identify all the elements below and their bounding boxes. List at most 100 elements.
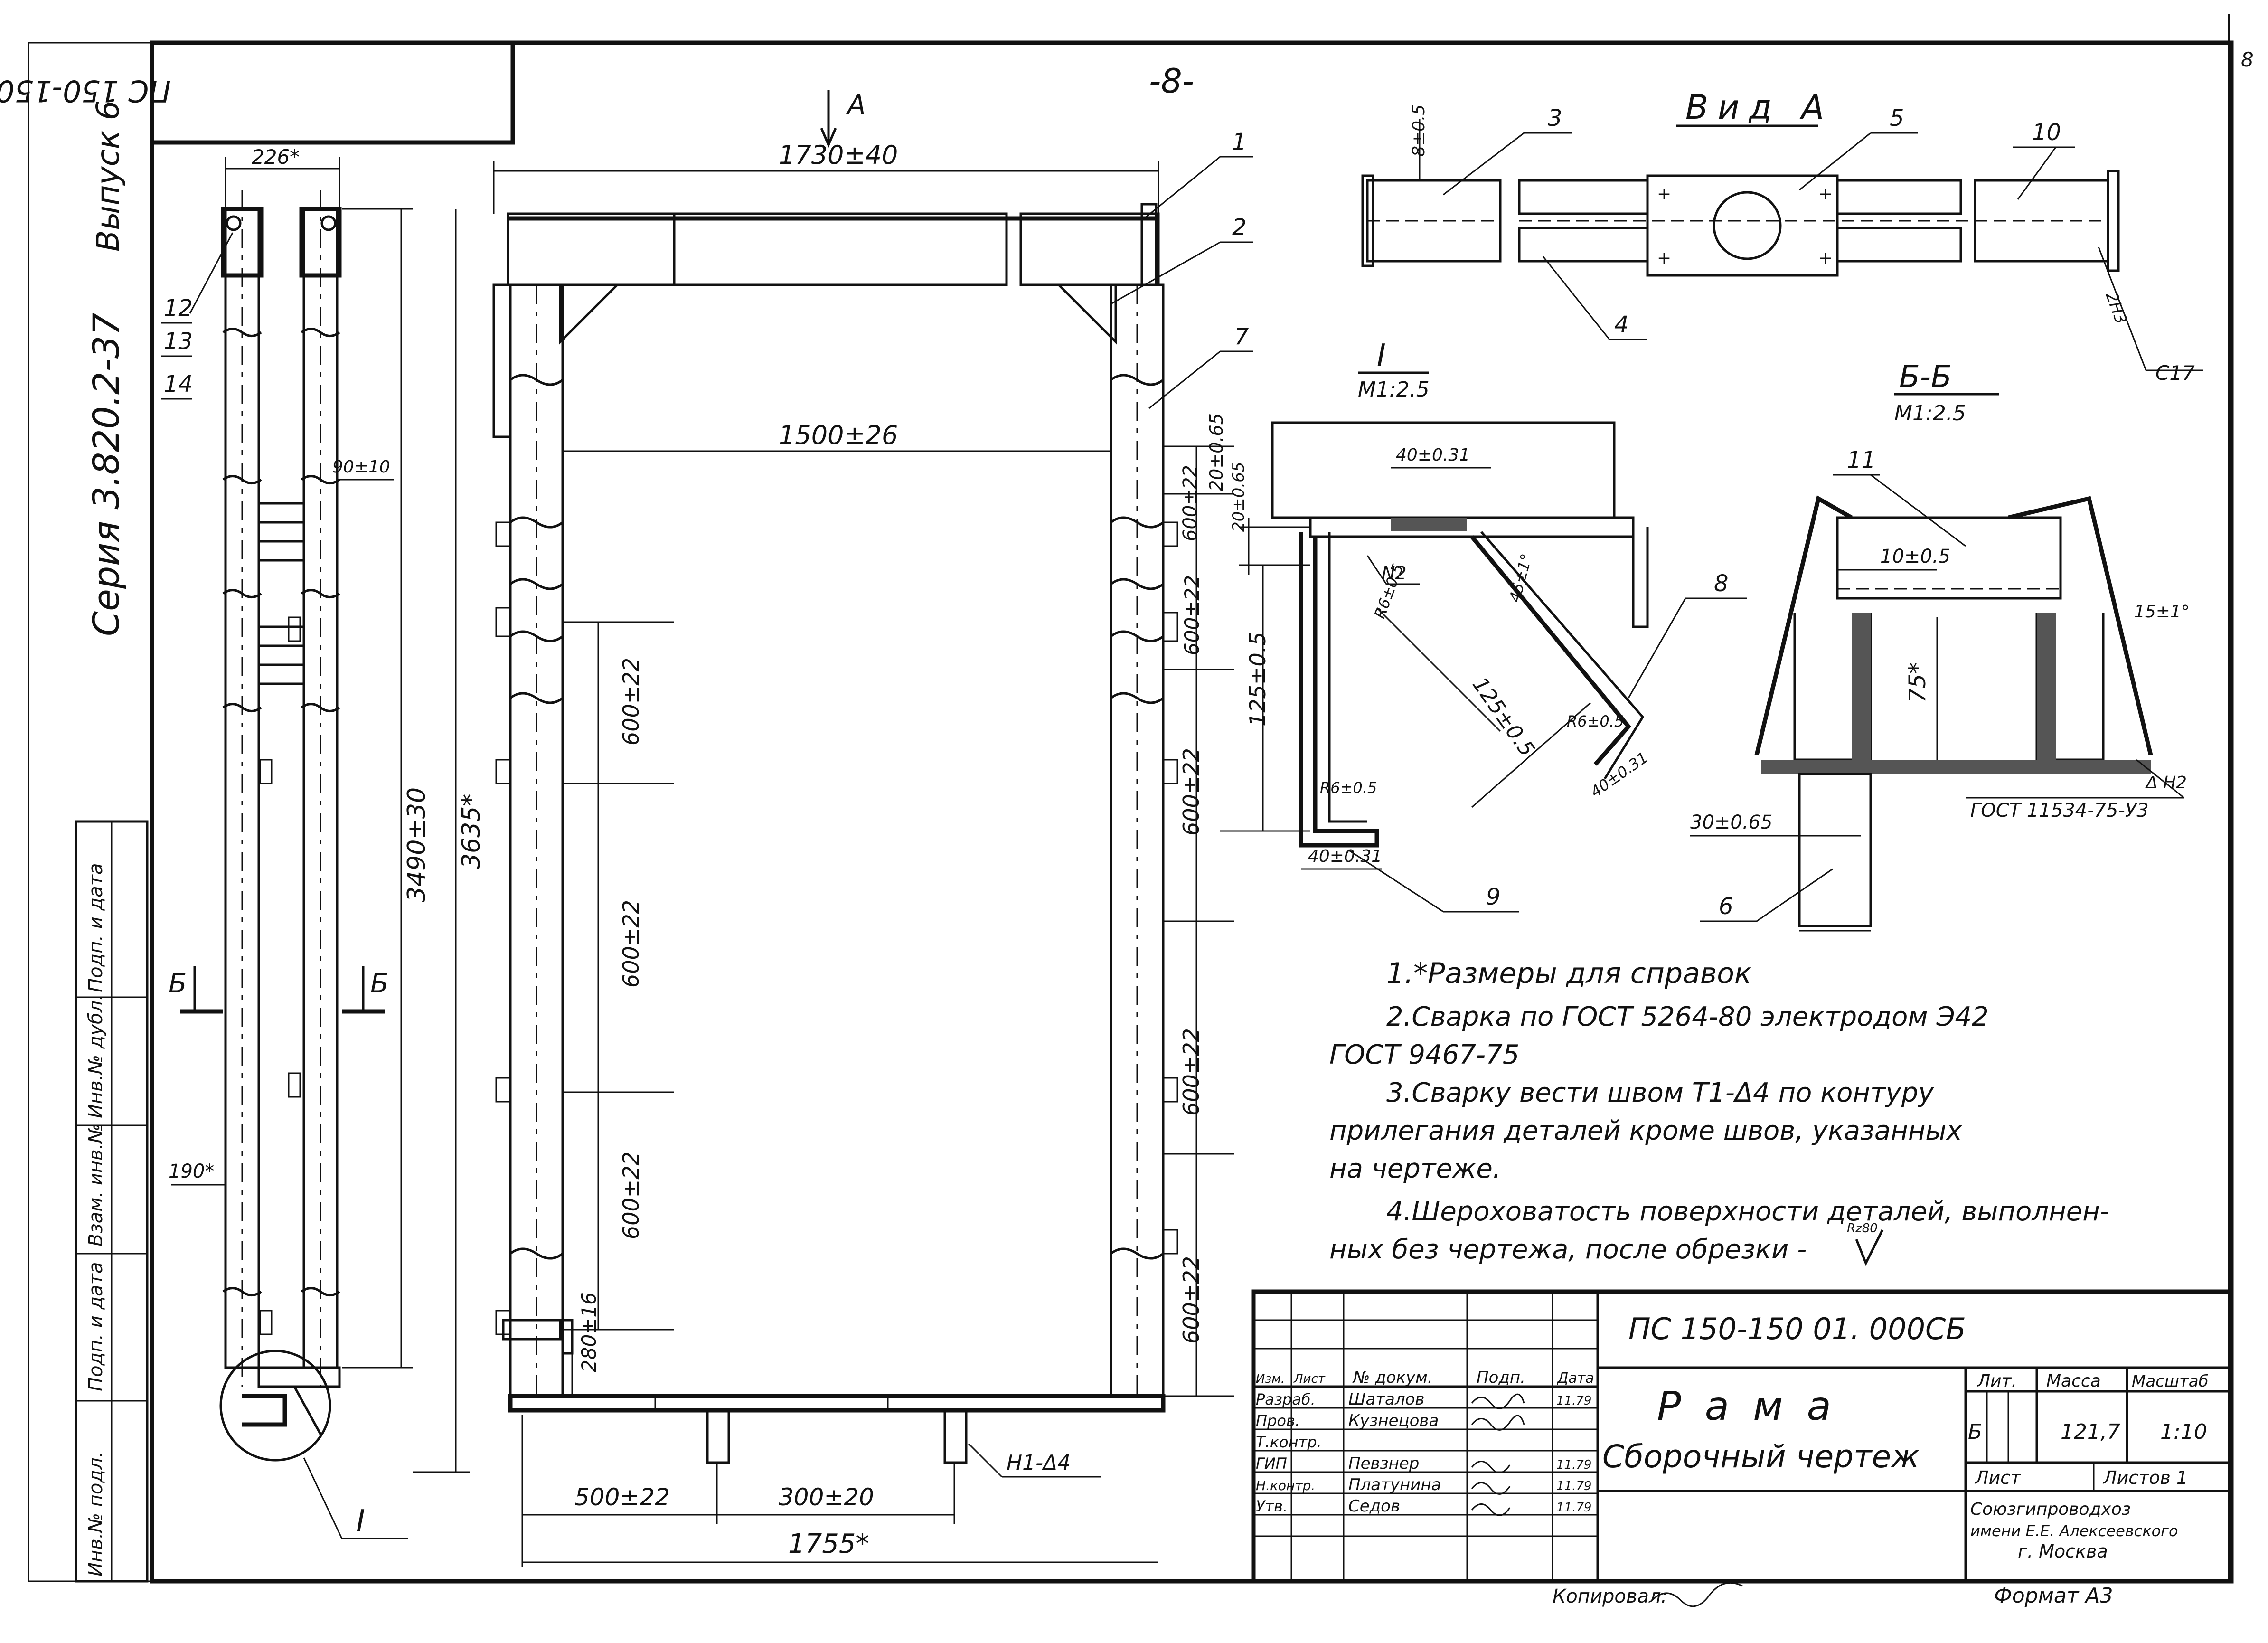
tb-scale-value: 1:10	[2160, 1420, 2207, 1444]
main-view: А 1730±40	[492, 90, 1253, 1567]
view-a-plus-1: +	[1657, 184, 1671, 204]
side-dim-total: 3490±30	[403, 787, 431, 902]
tb-person-2: Кузнецова	[1348, 1411, 1439, 1430]
view-a-callout-4: 4	[1614, 312, 1629, 338]
view-a-callout-3: 3	[1548, 105, 1562, 132]
tb-role-4: ГИП	[1256, 1454, 1287, 1473]
main-dim-right-6: 600±22	[1178, 1256, 1204, 1344]
tb-date-4: 11.79	[1556, 1458, 1591, 1472]
view-a-plus-3: +	[1818, 184, 1833, 204]
section-bb-gost: ГОСТ 11534-75-У3	[1970, 800, 2149, 822]
tb-lit-label: Лит.	[1976, 1371, 2017, 1391]
main-dim-right-3: 600±22	[1180, 575, 1204, 655]
main-dim-right-1: 20±0.65	[1206, 413, 1227, 491]
main-dim-top: 1730±40	[779, 140, 898, 170]
section-bb-dim-2: 75*	[1904, 662, 1931, 703]
main-weld-label: Н1-Δ4	[1007, 1451, 1071, 1475]
main-dim-right-4: 600±22	[1178, 748, 1204, 836]
section-bb-dim-4: 30±0.65	[1690, 812, 1772, 833]
section-bb-callout-6: 6	[1719, 893, 1733, 920]
tb-doc-code: ПС 150-150 01. 000СБ	[1628, 1312, 1966, 1346]
margin-col-3: Взам. инв.№	[85, 1124, 107, 1246]
detail-i-dim-1: 40±0.31	[1396, 445, 1470, 465]
main-dim-right-2: 600±22	[1179, 465, 1201, 541]
section-bb-dim-1: 10±0.5	[1880, 546, 1950, 567]
notes: 1.*Размеры для справок 2.Сварка по ГОСТ …	[1329, 957, 2109, 1266]
tb-sheets-label: Листов 1	[2102, 1467, 2188, 1488]
detail-i-weld: N2	[1382, 563, 1407, 584]
tb-person-4: Певзнер	[1348, 1454, 1419, 1473]
tb-scale-label: Масштаб	[2132, 1372, 2209, 1391]
view-a-callout-5: 5	[1890, 105, 1904, 132]
tb-hdr-change: Изм.	[1256, 1372, 1285, 1386]
tb-lit-value: Б	[1968, 1420, 1982, 1444]
view-a-plus-4: +	[1818, 248, 1833, 268]
side-dim-width: 190*	[169, 1161, 214, 1182]
detail-i-dim-10: 45±1°	[1506, 552, 1536, 604]
note-line-4: 3.Сварку вести швом Т1-Δ4 по контуру	[1386, 1077, 1934, 1108]
title-block: Изм. Лист № докум. Подп. Дата Разраб. Пр…	[1251, 1289, 2234, 1608]
tb-format: Формат А3	[1994, 1584, 2113, 1608]
outer-border	[28, 42, 2232, 1582]
callout-1: 1	[1232, 129, 1247, 155]
view-a-weld: 2Н3	[2102, 289, 2131, 326]
margin-col-5: Подп. и дата	[85, 863, 107, 992]
margin-col-2: Подп. и дата	[85, 1262, 107, 1391]
view-a-dim: 8±0.5	[1409, 104, 1429, 157]
detail-i-callout-9: 9	[1486, 884, 1501, 910]
side-dim-top: 226*	[252, 145, 300, 169]
main-dim-left-4: 280±16	[577, 1292, 601, 1372]
view-a-weld-ref: С17	[2155, 361, 2195, 385]
section-bb-title: Б-Б	[1899, 359, 1952, 395]
stamp-code: ПС 150-150.01.000СБ	[0, 74, 171, 108]
tb-hdr-sign: Подп.	[1477, 1368, 1525, 1387]
note-line-1: 1.*Размеры для справок	[1386, 957, 1751, 990]
view-a: Вид А + + + + 8±0.5 3 5 10 4	[1361, 88, 2203, 385]
tb-copied: Копировал:	[1553, 1586, 1667, 1607]
tb-person-6: Седов	[1348, 1497, 1400, 1516]
tb-mass-label: Масса	[2046, 1371, 2101, 1391]
tb-date-1: 11.79	[1556, 1394, 1591, 1408]
detail-i-callout-8: 8	[1714, 570, 1729, 597]
main-dim-bottom-total: 1755*	[788, 1529, 869, 1559]
main-dim-left-1: 600±22	[618, 658, 644, 746]
series-label: Серия 3.820.2-37	[85, 312, 127, 636]
section-bb-scale: М1:2.5	[1894, 401, 1966, 425]
side-dim-inner: 90±10	[332, 457, 390, 477]
detail-i-dim-7: R6±0.5	[1320, 779, 1377, 797]
tb-name-1: Рама	[1657, 1383, 1855, 1429]
page-number: -8-	[1149, 62, 1194, 101]
view-arrow-a: А	[846, 90, 866, 121]
section-bb-dim-3: 15±1°	[2134, 602, 2190, 622]
note-line-7: 4.Шероховатость поверхности деталей, вып…	[1386, 1196, 2109, 1227]
margin-col-1: Инв.№ подл.	[85, 1452, 107, 1577]
main-dim-left-2: 600±22	[618, 900, 644, 988]
section-bb: Б-Б М1:2.5 10±0.5 75* 15±1° 30±0.65 Δ Н2…	[1690, 359, 2190, 932]
stamp-code-box	[150, 40, 515, 145]
detail-i: I М1:2.5 40±0.31 20±0.65 125±0.5 R6±0.5 …	[1220, 338, 1747, 913]
tb-role-2: Пров.	[1256, 1412, 1300, 1430]
main-dim-left-3: 600±22	[618, 1152, 644, 1239]
view-a-title: Вид А	[1685, 88, 1834, 127]
main-dim-bottom-1: 500±22	[574, 1483, 670, 1511]
section-bb-callout-11: 11	[1847, 447, 1876, 473]
main-dim-inner: 1500±26	[779, 420, 898, 450]
tb-role-6: Утв.	[1256, 1497, 1288, 1515]
inner-frame	[150, 40, 2234, 1584]
corner-number: 8	[2241, 48, 2254, 71]
note-line-3: ГОСТ 9467-75	[1329, 1039, 1519, 1070]
view-a-callout-10: 10	[2032, 119, 2061, 146]
section-bb-weld: Δ Н2	[2145, 773, 2187, 793]
view-a-plus-2: +	[1657, 248, 1671, 268]
section-mark-left: Б	[169, 968, 187, 999]
side-dim-ref: 3635*	[457, 794, 486, 869]
copier-signature	[1651, 1582, 1743, 1607]
tb-role-1: Разраб.	[1256, 1390, 1316, 1408]
note-roughness-value: Rz80	[1847, 1221, 1878, 1236]
callout-2: 2	[1232, 214, 1247, 241]
tb-person-1: Шаталов	[1348, 1390, 1424, 1409]
tb-org-2: имени Е.Е. Алексеевского	[1970, 1522, 2178, 1540]
callout-12: 12	[164, 295, 193, 321]
tb-org-3: г. Москва	[2018, 1541, 2108, 1562]
